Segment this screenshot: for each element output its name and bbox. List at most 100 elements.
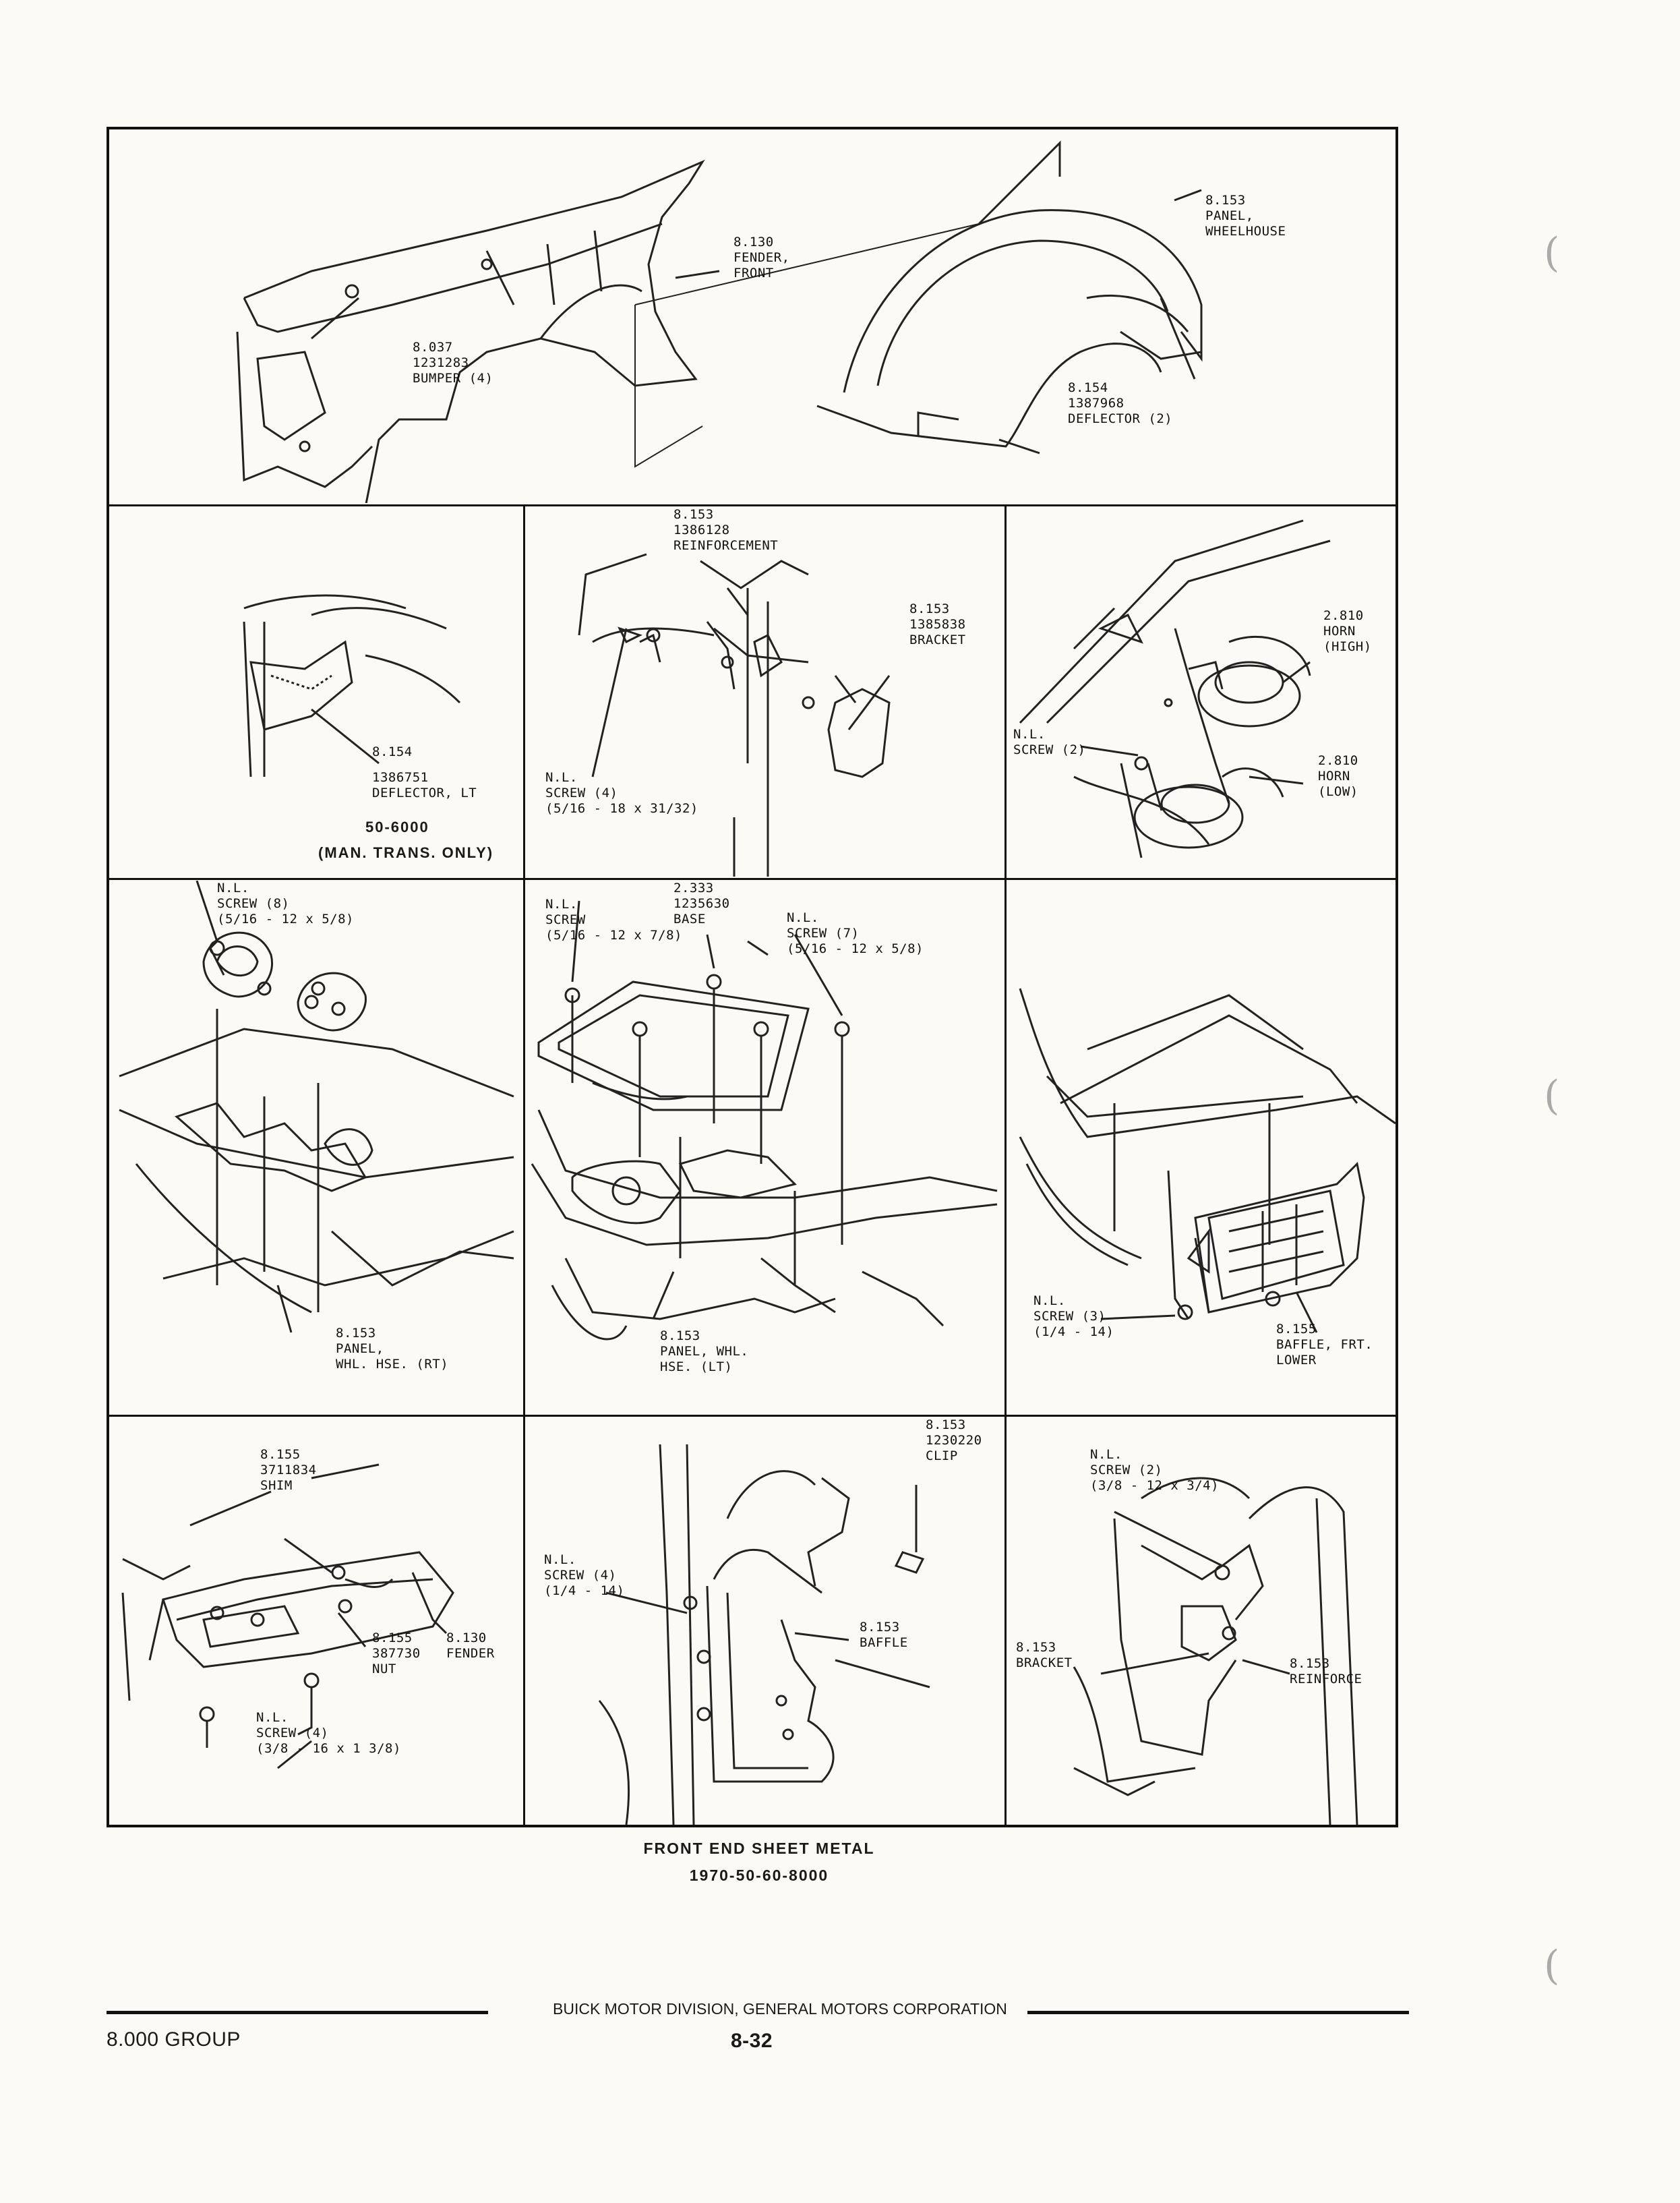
horns-illustration	[1019, 519, 1331, 858]
base-label: BASE	[673, 912, 706, 927]
screw-4-size: (5/16 - 18 x 31/32)	[545, 801, 698, 816]
clip-number: 8.153	[926, 1417, 966, 1432]
screw-4b-label: SCREW (4)	[256, 1726, 329, 1740]
margin-mark-3: (	[1544, 1942, 1560, 1989]
bumper-part-number: 1231283	[413, 355, 469, 370]
fender-wheelhouse-illustration	[236, 140, 1203, 503]
deflector-lt-number: 8.154	[372, 744, 413, 759]
bracket-b-number: 8.153	[1016, 1640, 1056, 1655]
deflector-lt-label: DEFLECTOR, LT	[372, 786, 477, 800]
battery-base-illustration	[531, 900, 998, 1341]
screw-4-number: N.L.	[545, 770, 578, 785]
panel-deflector-lt: 8.154 1386751 DEFLECTOR, LT 50-6000 (MAN…	[109, 507, 522, 877]
grid-line-row2	[107, 878, 1398, 880]
screw-3-size: (1/4 - 14)	[1033, 1324, 1114, 1339]
bracket-reinforce-illustration	[1073, 1477, 1358, 1825]
shim-part-number: 3711834	[260, 1463, 317, 1477]
page-number: 8-32	[731, 2030, 773, 2052]
screw-4c-number: N.L.	[544, 1552, 576, 1567]
clip-part-number: 1230220	[926, 1433, 982, 1448]
screw-2b-number: N.L.	[1090, 1447, 1122, 1462]
horn-high-number: 2.810	[1323, 608, 1364, 623]
bracket-number: 8.153	[909, 601, 950, 616]
screw-base-label: SCREW	[545, 912, 586, 927]
screw-2b-label: SCREW (2)	[1090, 1463, 1163, 1477]
panel-lower-baffle: N.L. SCREW (3) (1/4 - 14) 8.155 BAFFLE, …	[1007, 881, 1396, 1413]
reinforcement-bracket-illustration	[578, 553, 891, 877]
panel-fender-wheelhouse: 8.130 FENDER, FRONT 8.037 1231283 BUMPER…	[109, 129, 1396, 503]
reinforcement-number: 8.153	[673, 507, 714, 522]
footer-rule-right	[1027, 2011, 1409, 2014]
reinforce-number: 8.153	[1290, 1656, 1330, 1671]
screw-2-label: SCREW (2)	[1013, 742, 1086, 757]
screw-4c-label: SCREW (4)	[544, 1568, 617, 1583]
screw-4c-size: (1/4 - 14)	[544, 1583, 625, 1598]
grid-line-col1	[523, 504, 525, 1827]
baffle-lower-label-2: LOWER	[1276, 1353, 1317, 1368]
baffle-label: BAFFLE	[860, 1635, 908, 1650]
deflector-part-number: 1387968	[1068, 396, 1124, 411]
screw-8-number: N.L.	[217, 881, 249, 895]
diagram-subtitle: 1970-50-60-8000	[689, 1867, 829, 1884]
panel-wheelhouse-rt: N.L. SCREW (8) (5/16 - 12 x 5/8) 8.153 P…	[109, 881, 522, 1413]
clip-baffle-illustration	[598, 1444, 930, 1825]
baffle-lower-number: 8.155	[1276, 1322, 1317, 1337]
baffle-lower-label: BAFFLE, FRT.	[1276, 1337, 1373, 1352]
panel-lt-label-2: HSE. (LT)	[660, 1359, 733, 1374]
horn-low-label: HORN	[1318, 769, 1350, 784]
shim-number: 8.155	[260, 1447, 301, 1462]
panel-rt-label-2: WHL. HSE. (RT)	[336, 1357, 449, 1372]
bracket-label: BRACKET	[909, 633, 966, 647]
division-text: BUICK MOTOR DIVISION, GENERAL MOTORS COR…	[553, 2000, 1007, 2018]
screw-base-number: N.L.	[545, 897, 578, 912]
bracket-b-label: BRACKET	[1016, 1655, 1073, 1670]
baffle-number: 8.153	[860, 1620, 900, 1635]
deflector-lt-illustration	[243, 594, 461, 777]
screw-4b-number: N.L.	[256, 1710, 289, 1725]
grid-line-row3	[107, 1415, 1398, 1417]
screw-3-number: N.L.	[1033, 1293, 1066, 1308]
screw-base-size: (5/16 - 12 x 7/8)	[545, 928, 682, 943]
fender-number: 8.130	[446, 1631, 487, 1645]
footer-rule-left	[107, 2011, 488, 2014]
deflector-label: DEFLECTOR (2)	[1068, 411, 1173, 426]
horn-low-number: 2.810	[1318, 753, 1358, 768]
screw-2-number: N.L.	[1013, 727, 1046, 742]
bumper-number: 8.037	[413, 340, 453, 355]
panel-lt-number: 8.153	[660, 1328, 700, 1343]
diagram-title: FRONT END SHEET METAL	[643, 1840, 875, 1857]
reinforcement-label: REINFORCEMENT	[673, 538, 779, 553]
fender-label: FENDER	[446, 1646, 495, 1661]
wheelhouse-rt-illustration	[119, 881, 514, 1333]
screw-4b-size: (3/8 - 16 x 1 3/8)	[256, 1741, 401, 1756]
grid-line-col2	[1004, 504, 1007, 1827]
fender-front-label: FENDER,	[733, 250, 790, 265]
bumper-label: BUMPER (4)	[413, 371, 493, 386]
lower-baffle-illustration	[1019, 988, 1396, 1333]
deflector-lt-part-number: 1386751	[372, 770, 429, 785]
panel-lt-label: PANEL, WHL.	[660, 1344, 749, 1359]
shim-illustration	[121, 1463, 454, 1769]
screw-7-label: SCREW (7)	[787, 926, 860, 941]
panel-horns: 2.810 HORN (HIGH) N.L. SCREW (2) 2.810 H…	[1007, 507, 1396, 877]
panel-wheelhouse-number: 8.153	[1205, 193, 1246, 208]
horn-high-type: (HIGH)	[1323, 639, 1372, 654]
screw-7-number: N.L.	[787, 910, 819, 925]
horn-low-type: (LOW)	[1318, 784, 1358, 799]
panel-rt-number: 8.153	[336, 1326, 376, 1341]
base-number: 2.333	[673, 881, 714, 895]
group-label: 8.000 GROUP	[107, 2028, 241, 2051]
nut-label: NUT	[372, 1662, 396, 1676]
panel-wheelhouse-label: PANEL,	[1205, 208, 1254, 223]
panel-shim: 8.155 3711834 SHIM 8.155 387730 NUT 8.13…	[109, 1417, 522, 1825]
panel-reinforcement-bracket: 8.153 1386128 REINFORCEMENT 8.153 138583…	[525, 507, 1003, 877]
screw-7-size: (5/16 - 12 x 5/8)	[787, 941, 924, 956]
fender-front-label-2: FRONT	[733, 266, 774, 281]
nut-number: 8.155	[372, 1631, 413, 1645]
model-note: 50-6000	[365, 819, 429, 835]
grid-line-row1	[107, 504, 1398, 506]
screw-2b-size: (3/8 - 12 x 3/4)	[1090, 1478, 1220, 1493]
bracket-part-number: 1385838	[909, 617, 966, 632]
panel-battery-base: 2.333 1235630 BASE N.L. SCREW (5/16 - 12…	[525, 881, 1003, 1413]
screw-8-label: SCREW (8)	[217, 896, 290, 911]
